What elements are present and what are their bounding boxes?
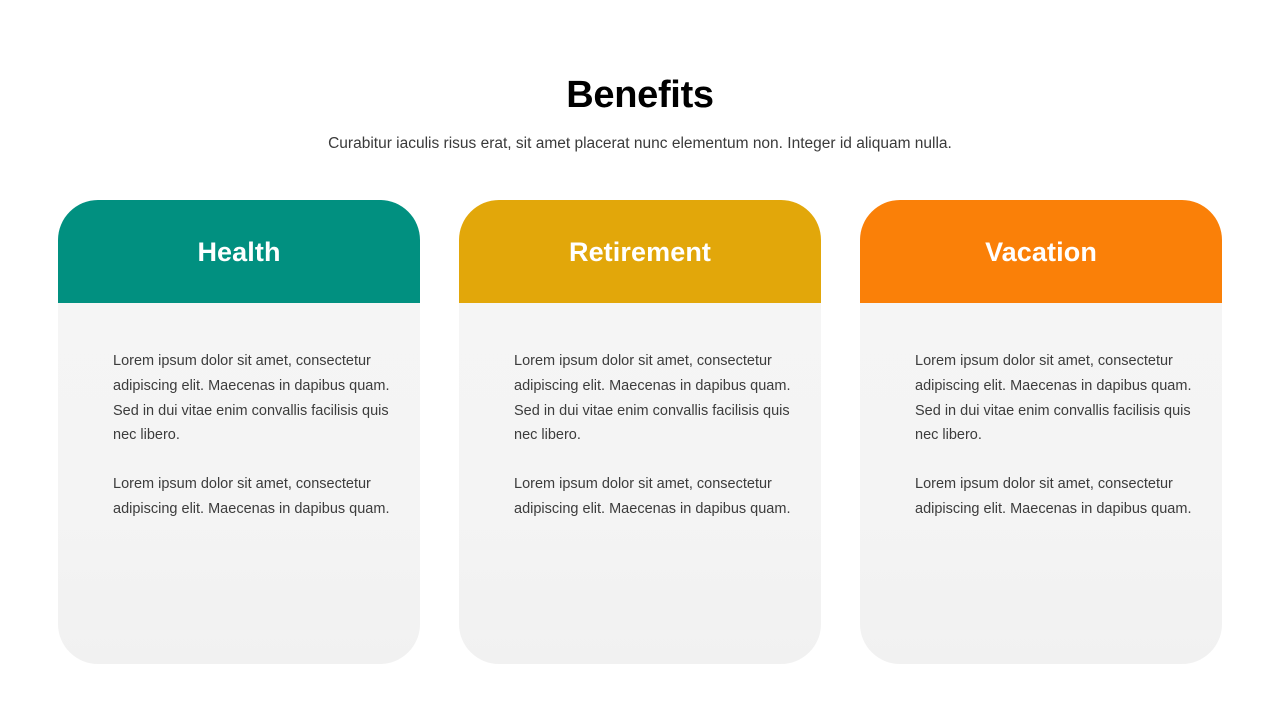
card-title-health: Health (197, 236, 281, 267)
benefit-card-vacation[interactable]: Vacation Lorem ipsum dolor sit amet, con… (860, 200, 1222, 664)
card-header-vacation: Vacation (860, 200, 1222, 303)
card-header-health: Health (58, 200, 420, 303)
benefit-cards-row: Health Lorem ipsum dolor sit amet, conse… (58, 200, 1222, 664)
title-block: Benefits Curabitur iaculis risus erat, s… (0, 72, 1280, 155)
benefit-card-health[interactable]: Health Lorem ipsum dolor sit amet, conse… (58, 200, 420, 664)
page-subtitle: Curabitur iaculis risus erat, sit amet p… (328, 135, 952, 152)
card-paragraph: Lorem ipsum dolor sit amet, consectetur … (514, 476, 791, 517)
benefit-card-retirement[interactable]: Retirement Lorem ipsum dolor sit amet, c… (459, 200, 821, 664)
card-body-vacation: Lorem ipsum dolor sit amet, consectetur … (860, 303, 1222, 664)
page-title: Benefits (566, 74, 714, 116)
card-paragraph: Lorem ipsum dolor sit amet, consectetur … (915, 476, 1192, 517)
card-paragraph: Lorem ipsum dolor sit amet, consectetur … (915, 353, 1192, 444)
card-title-vacation: Vacation (985, 236, 1097, 267)
card-header-retirement: Retirement (459, 200, 821, 303)
card-title-retirement: Retirement (568, 236, 712, 267)
card-body-health: Lorem ipsum dolor sit amet, consectetur … (58, 303, 420, 664)
card-paragraph: Lorem ipsum dolor sit amet, consectetur … (514, 353, 791, 444)
card-paragraph: Lorem ipsum dolor sit amet, consectetur … (113, 353, 390, 444)
card-paragraph: Lorem ipsum dolor sit amet, consectetur … (113, 476, 390, 517)
card-body-retirement: Lorem ipsum dolor sit amet, consectetur … (459, 303, 821, 664)
